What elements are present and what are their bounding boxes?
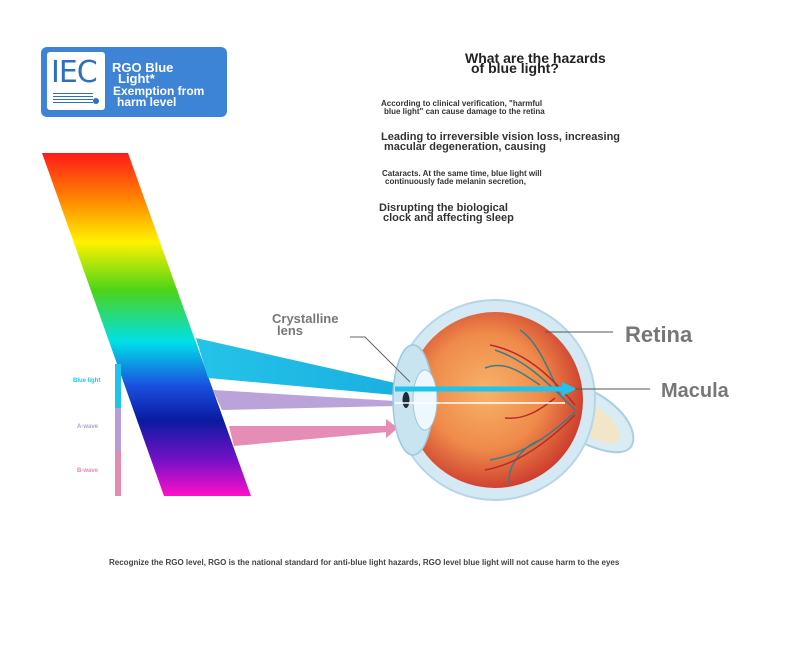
blue-light-legend-bar	[115, 364, 121, 408]
point-1-line-2: blue light" can cause damage to the reti…	[384, 107, 545, 116]
heading-line-2: of blue light?	[471, 60, 559, 76]
lens-callout-line	[350, 336, 411, 383]
b-wave-legend-bar	[115, 451, 121, 496]
iec-logo-lines	[53, 93, 93, 103]
pupil	[402, 392, 410, 408]
lens-label-line-1: Crystalline	[272, 311, 339, 326]
b-wave-arrow	[386, 419, 398, 438]
b-wave-label: B-wave	[77, 468, 99, 474]
point-2-line-2: macular degeneration, causing	[384, 141, 546, 153]
iec-logo-text: IEC	[51, 55, 98, 90]
point-4-line-2: clock and affecting sleep	[383, 212, 514, 224]
a-wave-legend-bar	[115, 408, 121, 451]
point-4-line-1: Disrupting the biological	[379, 202, 508, 214]
b-wave-beam	[229, 426, 388, 446]
lens-label-line-2: lens	[277, 323, 304, 338]
badge-line-2: Light*	[118, 71, 155, 86]
heading-line-1: What are the hazards	[465, 50, 606, 66]
crystalline-lens	[412, 369, 438, 431]
blue-light-beam	[196, 338, 395, 395]
blue-light-label: Blue light	[73, 378, 101, 384]
point-3-line-2: continuously fade melanin secretion,	[385, 177, 526, 186]
point-2-line-1: Leading to irreversible vision loss, inc…	[381, 131, 621, 143]
badge-line-4: harm level	[117, 95, 177, 109]
retina-label: Retina	[625, 322, 693, 347]
footer-note: Recognize the RGO level, RGO is the nati…	[109, 558, 620, 567]
badge-line-3: Exemption from	[113, 84, 205, 98]
retinal-arteries	[484, 344, 576, 471]
iec-logo-dot	[93, 98, 99, 104]
eye-interior	[407, 312, 583, 488]
retinal-vessels	[484, 329, 576, 486]
point-3-line-1: Cataracts. At the same time, blue light …	[382, 169, 542, 178]
iec-logo-icon: IEC	[47, 52, 105, 110]
a-wave-label: A-wave	[77, 424, 99, 430]
light-spectrum-band	[42, 153, 251, 496]
badge-line-1: RGO Blue	[112, 60, 174, 75]
blue-light-arrow	[562, 382, 577, 396]
a-wave-beam	[213, 390, 395, 410]
point-1-line-1: According to clinical verification, "har…	[381, 99, 543, 108]
macula-label: Macula	[661, 380, 729, 402]
